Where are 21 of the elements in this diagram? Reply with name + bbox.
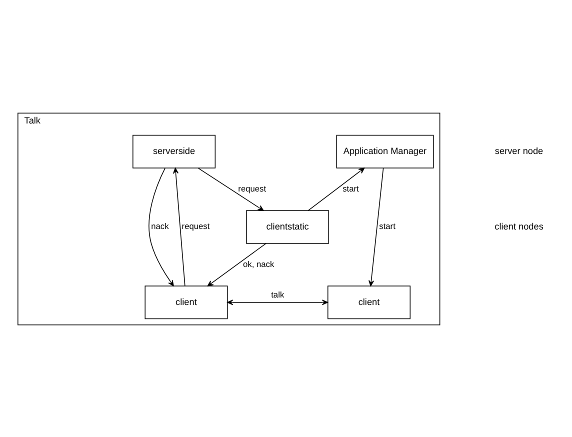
- edge-label: start: [342, 182, 359, 193]
- arrow: [173, 167, 186, 286]
- node-box: clientstatic: [246, 210, 330, 244]
- arrow: [227, 299, 328, 305]
- edge-label: nack: [151, 220, 169, 231]
- node-box: client: [144, 285, 228, 319]
- node-box: Application Manager: [336, 134, 434, 168]
- arrow: [148, 167, 174, 286]
- node-box: client: [328, 285, 411, 319]
- edge-label: request: [182, 220, 210, 231]
- arrow: [368, 167, 384, 286]
- label: client nodes: [494, 220, 544, 231]
- arrow: [198, 167, 264, 210]
- arrow: [207, 242, 266, 286]
- label: server node: [494, 145, 544, 156]
- arrow: [308, 167, 365, 210]
- edge-label: start: [379, 220, 396, 231]
- edge-label: talk: [271, 289, 284, 300]
- edge-label: request: [238, 182, 266, 193]
- edge-label: ok, nack: [243, 258, 274, 268]
- node-box: serverside: [132, 134, 216, 168]
